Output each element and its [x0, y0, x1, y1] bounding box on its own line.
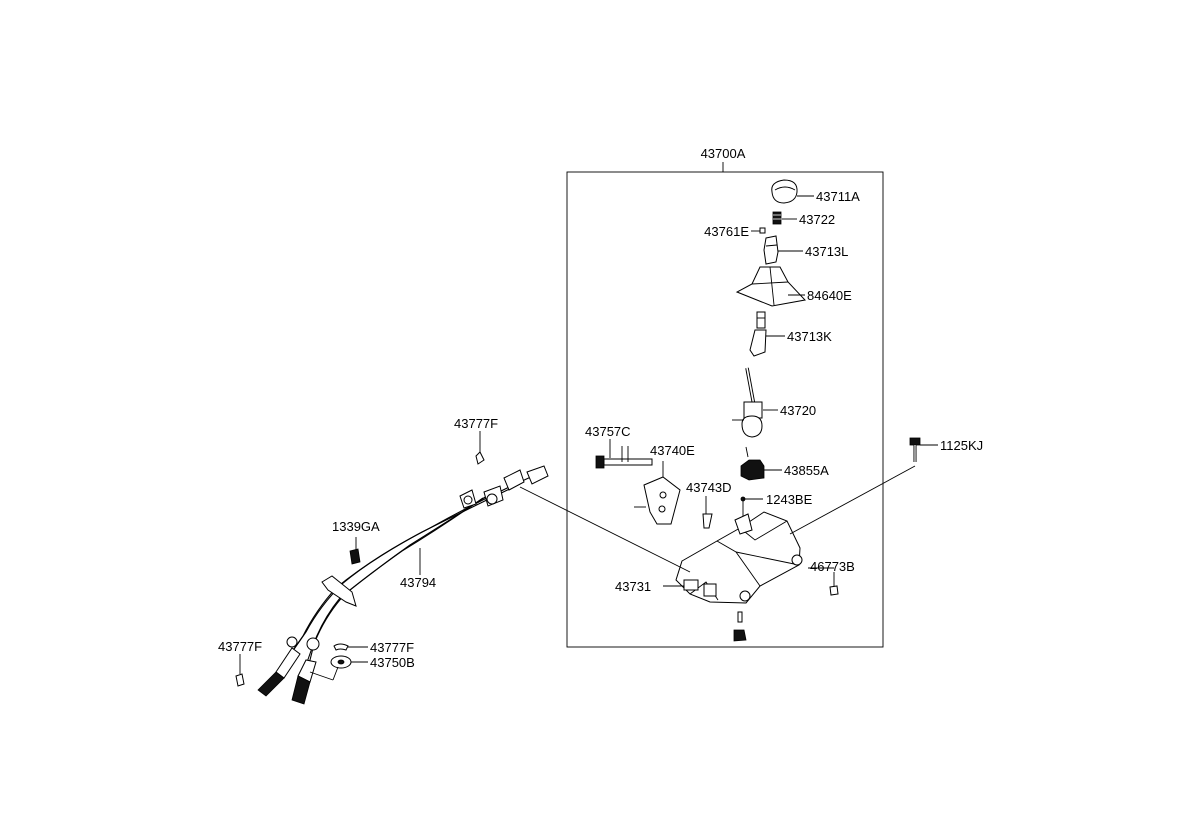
label-43722: 43722 [799, 212, 835, 227]
leader-1125KJ-to-base [789, 465, 916, 535]
washer-icon [330, 655, 352, 669]
leader-43750B-to-cable [309, 671, 334, 681]
label-43700A: 43700A [701, 146, 746, 161]
label-1125KJ: 1125KJ [940, 438, 983, 453]
assembly-frame [566, 162, 884, 648]
label-1339GA: 1339GA [332, 519, 380, 534]
leader-cable-to-base [519, 486, 691, 573]
label-43713L: 43713L [805, 244, 848, 259]
shift-lever-rod-icon [732, 367, 763, 438]
bushing-icon [740, 446, 765, 481]
clip-icon [702, 513, 713, 529]
shift-cable-assembly-icon [257, 465, 549, 705]
label-43761E: 43761E [704, 224, 749, 239]
nut-icon [733, 572, 839, 642]
mounting-bolt-icon [909, 437, 921, 462]
snap-pin-left-icon [235, 673, 245, 687]
label-43740E: 43740E [650, 443, 695, 458]
label-84640E: 84640E [807, 288, 852, 303]
shift-boot-icon [735, 266, 806, 307]
label-43750B: 43750B [370, 655, 415, 670]
snap-pin-right-icon [333, 643, 349, 651]
label-43777F-top: 43777F [454, 416, 498, 431]
label-43720: 43720 [780, 403, 816, 418]
label-43777F-left: 43777F [218, 639, 262, 654]
lever-adapter-icon [749, 311, 767, 357]
spring-icon [772, 211, 782, 225]
shift-base-housing-icon [675, 511, 803, 604]
snap-pin-icon [475, 451, 485, 465]
label-46773B: 46773B [810, 559, 855, 574]
shift-knob-icon [771, 179, 798, 204]
lever-sleeve-icon [763, 235, 779, 265]
label-43777F-right: 43777F [370, 640, 414, 655]
label-43711A: 43711A [816, 189, 860, 204]
label-43713K: 43713K [787, 329, 832, 344]
label-43731: 43731 [615, 579, 651, 594]
label-1243BE: 1243BE [766, 492, 813, 507]
label-43855A: 43855A [784, 463, 829, 478]
label-43757C: 43757C [585, 424, 631, 439]
leader-43750B-to-washer [332, 666, 339, 681]
screw-icon [740, 496, 746, 518]
label-43794: 43794 [400, 575, 436, 590]
pin-icon [759, 227, 766, 234]
select-lever-bracket-icon [634, 476, 681, 525]
bolt-icon [595, 446, 653, 469]
label-43743D: 43743D [686, 480, 732, 495]
cable-clip-icon [349, 548, 361, 565]
